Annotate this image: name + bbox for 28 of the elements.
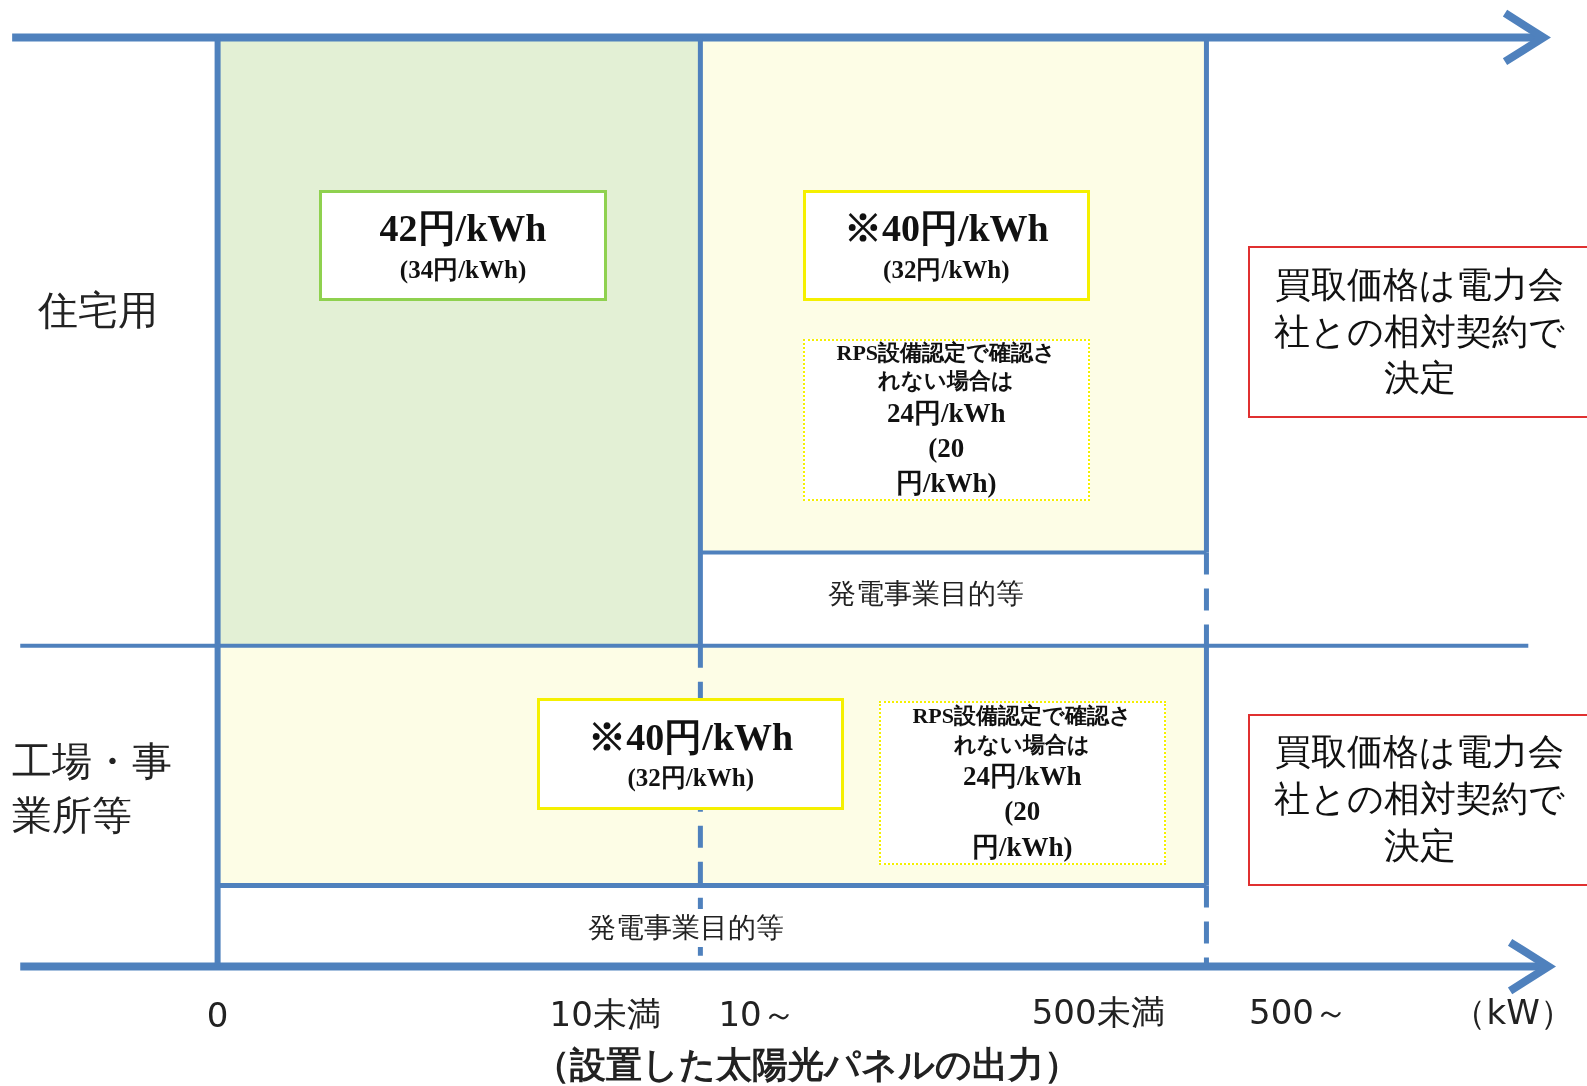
tick-label: 10～ <box>718 993 796 1037</box>
price-box <box>802 190 1091 301</box>
tick-label: 500～ <box>1249 991 1348 1035</box>
notice-text: 買取価格は電力会社との相対契約で決定 <box>1273 730 1567 868</box>
note-box <box>802 339 1091 501</box>
price-sub-text: (34円/kWh) <box>399 254 527 285</box>
price-box <box>537 698 845 810</box>
unit-label: （kW） <box>1452 991 1574 1035</box>
price-note-text: 24円/kWh (20円/kWh) <box>961 760 1083 864</box>
price-sub-text: (32円/kWh) <box>883 254 1010 286</box>
tick-label: 10未満 <box>549 993 661 1037</box>
tick-label: 0 <box>206 995 229 1036</box>
note-text: RPS設備認定で確認されない場合は <box>911 702 1133 759</box>
price-text: ※40円/kWh <box>588 715 794 761</box>
tick-label: 500未満 <box>1031 991 1165 1035</box>
note-text: RPS設備認定で確認されない場合は <box>835 338 1058 396</box>
price-text: ※40円/kWh <box>843 206 1049 252</box>
price-text: 42円/kWh <box>379 206 547 252</box>
price-note-text: 24円/kWh (20円/kWh) <box>886 396 1007 501</box>
row-label: 工場・事業所等 <box>12 736 174 840</box>
note-box <box>878 701 1166 866</box>
price-box <box>318 190 608 301</box>
price-sub-text: (32円/kWh) <box>627 763 754 794</box>
notice-text: 買取価格は電力会社との相対契約で決定 <box>1273 262 1567 401</box>
notice-box <box>1247 713 1587 886</box>
notice-box <box>1247 245 1587 418</box>
row-label: 住宅用 <box>38 286 159 336</box>
axis-title: （設置した太陽光パネルの出力） <box>533 1042 1080 1086</box>
